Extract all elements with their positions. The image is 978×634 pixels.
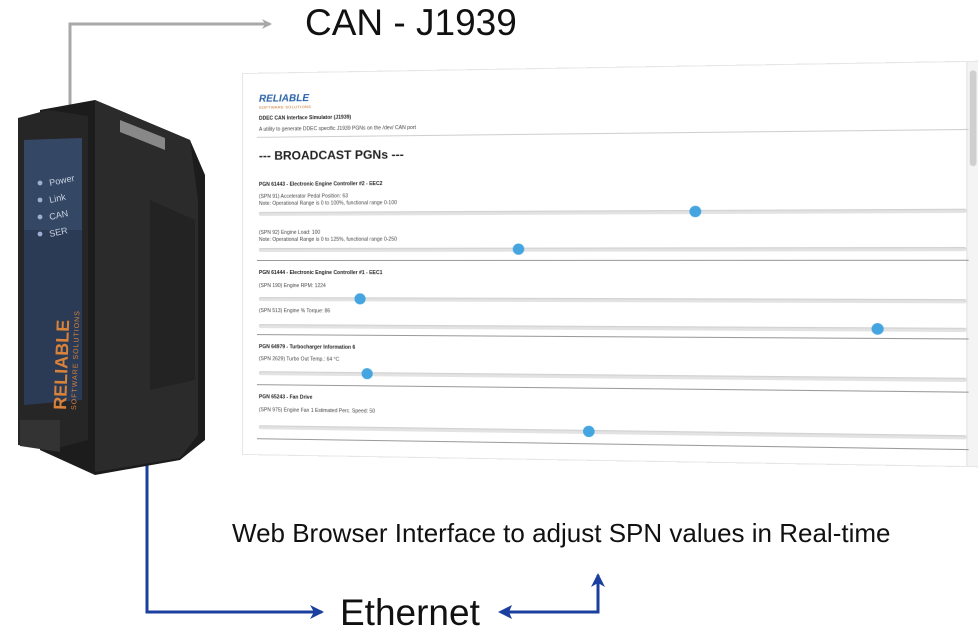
- app-title: DDEC CAN Interface Simulator (J1939): [258, 114, 352, 122]
- slider-thumb[interactable]: [361, 368, 373, 380]
- device-brand-sub: SOFTWARE SOLUTIONS: [71, 310, 81, 410]
- pgn-separator: [256, 334, 969, 340]
- pgn-title: PGN 61443 - Electronic Engine Controller…: [258, 180, 383, 188]
- slider-thumb[interactable]: [512, 243, 525, 255]
- device-led-can: CAN: [48, 208, 69, 222]
- spn-label: (SPN 91) Accelerator Pedal Position: 63: [258, 193, 349, 200]
- din-rail-device: Power Link CAN SER RELIABLE SOFTWARE SOL…: [18, 100, 205, 475]
- browser-window: RELIABLE SOFTWARE SOLUTIONS DDEC CAN Int…: [243, 61, 978, 467]
- scrollbar-thumb[interactable]: [969, 70, 977, 167]
- logo-subtext: SOFTWARE SOLUTIONS: [258, 104, 312, 110]
- spn-slider[interactable]: [258, 425, 967, 440]
- spn-slider[interactable]: [258, 293, 967, 305]
- slider-thumb[interactable]: [689, 205, 702, 218]
- spn-label: (SPN 513) Engine % Torque: 86: [258, 308, 331, 315]
- pgn-separator: [256, 438, 969, 451]
- slider-thumb[interactable]: [354, 293, 366, 305]
- slider-thumb[interactable]: [871, 323, 884, 335]
- ethernet-connector-line: [145, 395, 324, 619]
- spn-slider[interactable]: [258, 368, 967, 383]
- browser-scrollbar[interactable]: [966, 61, 978, 467]
- device-brand: RELIABLE: [50, 319, 73, 410]
- pgn-title: PGN 65243 - Fan Drive: [258, 394, 313, 401]
- spn-note: Note: Operational Range is 0 to 125%, fu…: [258, 236, 397, 243]
- power-led-icon: [37, 180, 43, 186]
- pgn-title: PGN 64979 - Turbocharger Information 6: [258, 344, 356, 351]
- logo-text: RELIABLE: [258, 93, 310, 105]
- pgn-title: PGN 61444 - Electronic Engine Controller…: [258, 270, 383, 277]
- can-led-icon: [37, 214, 43, 220]
- link-led-icon: [37, 197, 43, 203]
- spn-label: (SPN 92) Engine Load: 100: [258, 229, 321, 236]
- spn-label: (SPN 975) Engine Fan 1 Estimated Perc. S…: [258, 407, 376, 415]
- spn-slider[interactable]: [258, 323, 967, 335]
- section-title: --- BROADCAST PGNs ---: [258, 147, 404, 163]
- ser-led-icon: [37, 231, 43, 237]
- spn-label: (SPN 2629) Turbo Out Temp.: 64 °C: [258, 356, 340, 363]
- device-led-link: Link: [48, 192, 67, 205]
- web-to-ethernet-line: [506, 573, 605, 614]
- reliable-logo: RELIABLE SOFTWARE SOLUTIONS: [259, 93, 311, 110]
- slider-thumb[interactable]: [582, 425, 595, 438]
- can-j1939-label: CAN - J1939: [305, 2, 517, 43]
- device-led-ser: SER: [48, 225, 69, 239]
- spn-slider[interactable]: [258, 205, 967, 218]
- web-interface-label: Web Browser Interface to adjust SPN valu…: [232, 518, 891, 548]
- spn-label: (SPN 190) Engine RPM: 1224: [258, 283, 326, 290]
- can-connector-line: [68, 19, 272, 105]
- ethernet-label: Ethernet: [340, 592, 480, 633]
- app-description: A utility to generate DDEC specific J193…: [258, 124, 417, 133]
- spn-note: Note: Operational Range is 0 to 100%, fu…: [258, 200, 397, 207]
- spn-slider[interactable]: [258, 243, 967, 255]
- pgn-separator: [256, 384, 969, 393]
- pgn-separator: [256, 259, 969, 261]
